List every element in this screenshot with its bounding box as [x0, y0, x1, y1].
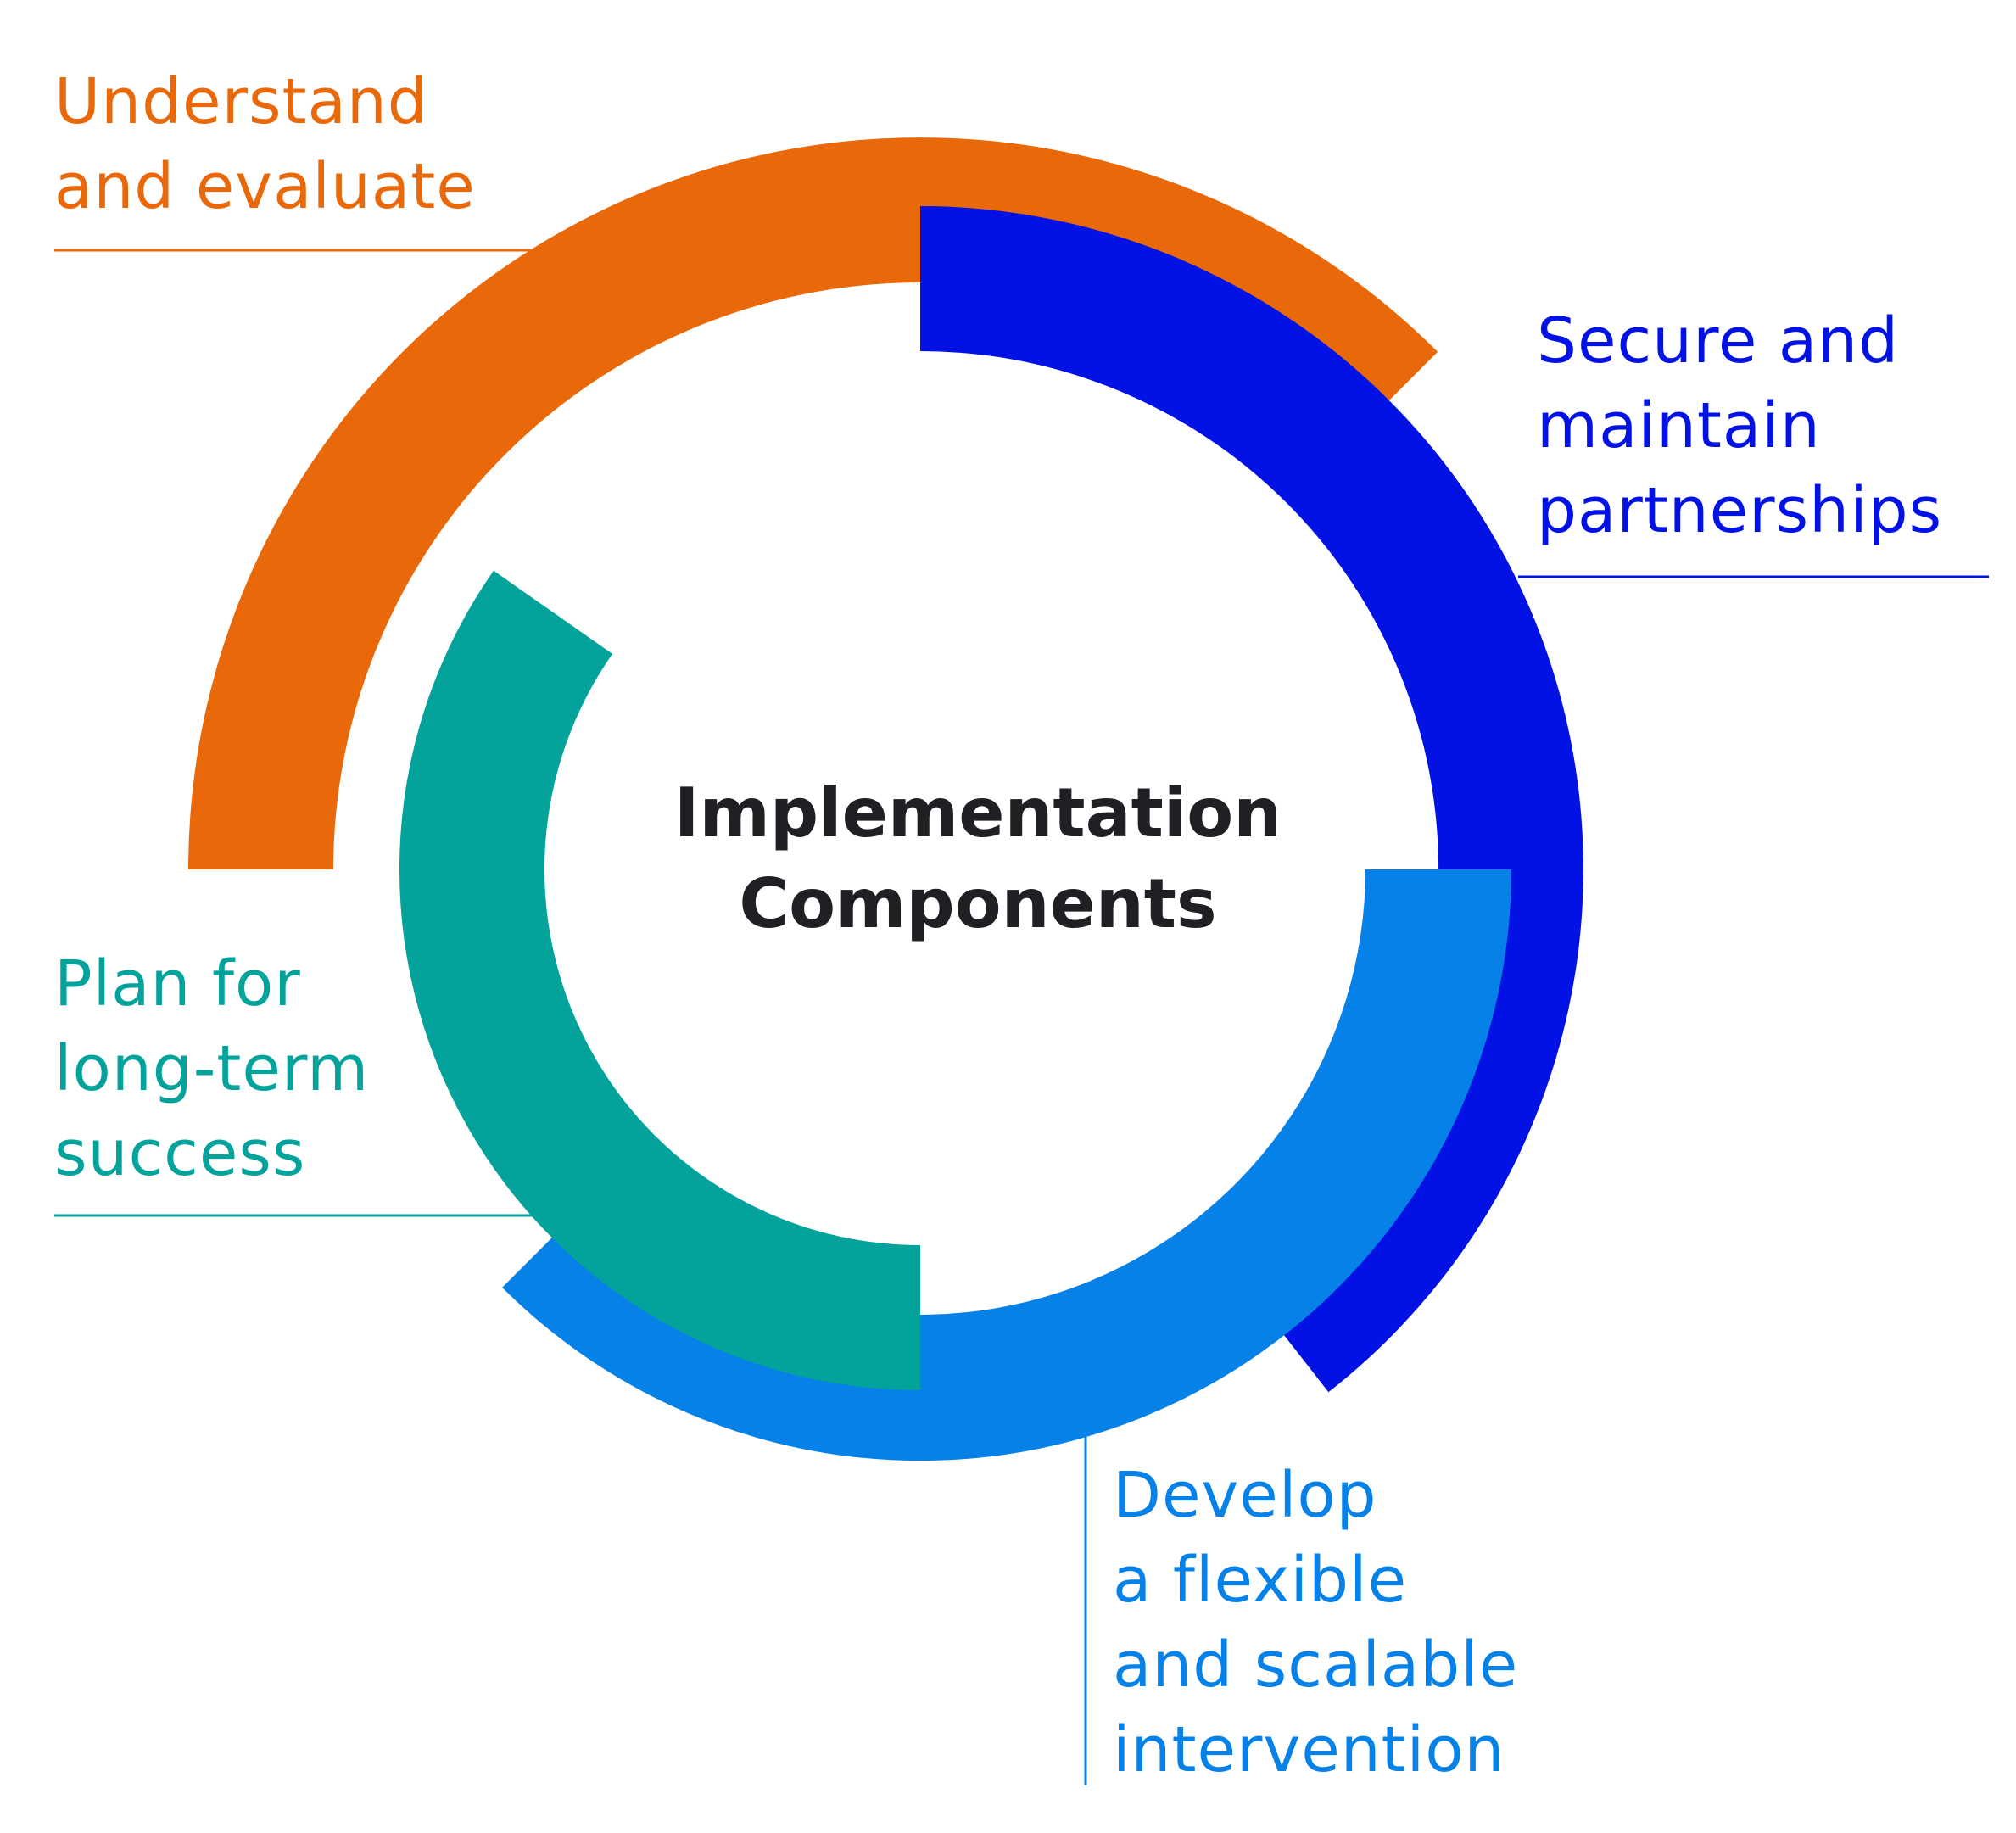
label-line: maintain — [1537, 389, 1821, 462]
arc-understand — [188, 137, 1438, 869]
leader-line-group — [54, 249, 1989, 1785]
center-title-line-1: Implementation — [673, 774, 1282, 852]
arc-group — [188, 137, 1583, 1461]
label-understand-and-evaluate: Understand and evaluate — [54, 59, 476, 229]
label-line: a flexible — [1113, 1544, 1408, 1617]
label-line: intervention — [1113, 1713, 1505, 1786]
center-title: Implementation Components — [562, 768, 1393, 949]
label-line: Understand — [54, 65, 428, 138]
label-line: and evaluate — [54, 150, 476, 223]
label-line: long-term — [54, 1032, 370, 1105]
label-line: partnerships — [1537, 474, 1943, 547]
label-line: Plan for — [54, 947, 301, 1020]
label-secure-and-maintain-partnerships: Secure and maintain partnerships — [1537, 299, 1942, 553]
center-title-line-2: Components — [739, 864, 1217, 943]
label-line: Secure and — [1537, 305, 1900, 377]
arc-plan — [399, 570, 920, 1390]
label-plan-for-long-term-success: Plan for long-term success — [54, 942, 369, 1196]
label-line: and scalable — [1113, 1629, 1519, 1702]
label-develop-flexible-scalable-intervention: Develop a flexible and scalable interven… — [1113, 1453, 1518, 1792]
label-line: Develop — [1113, 1459, 1377, 1532]
label-line: success — [54, 1117, 306, 1190]
